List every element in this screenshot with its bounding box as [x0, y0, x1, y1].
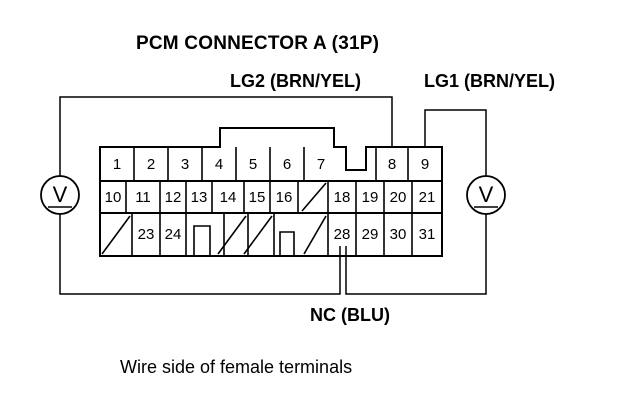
pin-30: 30 [390, 226, 407, 243]
pin-19: 19 [362, 189, 379, 206]
pin-2: 2 [147, 156, 155, 173]
pin-29: 29 [362, 226, 379, 243]
pin-16: 16 [276, 189, 293, 206]
pin-13: 13 [191, 189, 208, 206]
pin-14: 14 [220, 189, 237, 206]
voltmeter-left-icon: V [40, 175, 80, 215]
pin-18: 18 [334, 189, 351, 206]
pin-28: 28 [334, 226, 351, 243]
pin-21: 21 [419, 189, 436, 206]
pin-20: 20 [390, 189, 407, 206]
pin-24: 24 [165, 226, 182, 243]
voltmeter-right-icon: V [466, 175, 506, 215]
pin-8: 8 [388, 156, 396, 173]
lg1-test-lead [424, 109, 487, 176]
pin-9: 9 [421, 156, 429, 173]
lg2-test-lead [59, 96, 393, 176]
pin-5: 5 [249, 156, 257, 173]
pin-1: 1 [113, 156, 121, 173]
pin-12: 12 [165, 189, 182, 206]
svg-text:V: V [479, 182, 494, 207]
pin-10: 10 [105, 189, 122, 206]
pin-6: 6 [283, 156, 291, 173]
nc-test-lead-right [345, 214, 487, 295]
nc-wire-label: NC (BLU) [310, 305, 390, 325]
nc-test-lead-left [59, 214, 341, 295]
pin-11: 11 [135, 189, 151, 206]
lg2-wire-label: LG2 (BRN/YEL) [230, 71, 362, 91]
pin-15: 15 [249, 189, 266, 206]
connector-title: PCM CONNECTOR A (31P) [136, 33, 380, 54]
pin-31: 31 [419, 226, 436, 243]
pin-7: 7 [317, 156, 325, 173]
svg-text:V: V [53, 182, 68, 207]
pin-23: 23 [138, 226, 155, 243]
pin-4: 4 [215, 156, 223, 173]
connector-outline [99, 127, 443, 257]
pin-3: 3 [181, 156, 189, 173]
lg1-wire-label: LG1 (BRN/YEL) [424, 71, 556, 91]
diagram-caption: Wire side of female terminals [120, 357, 353, 377]
